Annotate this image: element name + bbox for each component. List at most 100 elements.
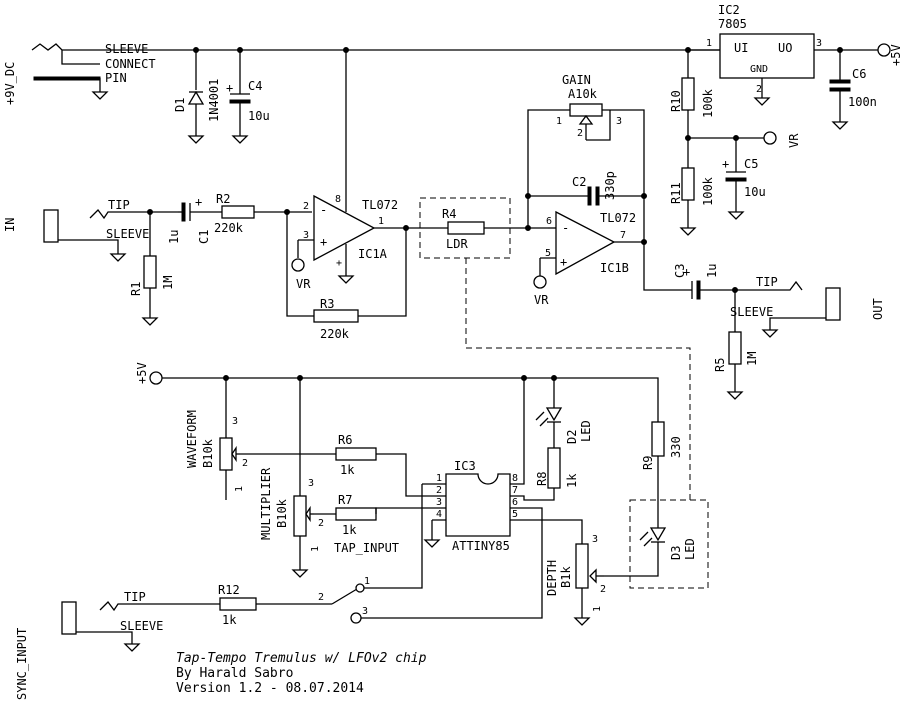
- ic1a-value: TL072: [362, 198, 398, 212]
- r6-resistor: R6 1k: [335, 433, 446, 497]
- waveform-ref: WAVEFORM: [185, 410, 199, 468]
- c3-plus: +: [683, 265, 690, 279]
- ic3-attiny85: 1 2 3 4 8 7 6 5 IC3 ATTINY85: [360, 378, 583, 619]
- waveform-pin3: 3: [232, 416, 238, 427]
- plus5-lower-terminal: [149, 371, 163, 385]
- d1-ref: D1: [173, 98, 187, 112]
- d2-led: D2 LED: [535, 378, 593, 448]
- ic2-pin2: 2: [756, 84, 762, 95]
- r10-resistor: R10 100k: [669, 50, 715, 168]
- label-pin: PIN: [105, 71, 127, 85]
- input-jack: TIP SLEEVE IN: [3, 198, 178, 262]
- gain-pin3: 3: [616, 116, 622, 127]
- r11-value: 100k: [701, 176, 715, 206]
- d2-value: LED: [579, 420, 593, 442]
- ic1b-ref: IC1B: [600, 261, 629, 275]
- ic2-pin-uo: UO: [778, 41, 792, 55]
- r7-ref: R7: [338, 493, 352, 507]
- ic3-pin8: 8: [512, 473, 518, 484]
- multiplier-value: B10k: [275, 498, 289, 528]
- c3-capacitor: + C3 1u: [643, 242, 803, 300]
- r9-resistor: R9 330: [641, 421, 683, 528]
- multiplier-ref: MULTIPLIER: [259, 467, 273, 540]
- ic2-pin-gnd: GND: [750, 64, 768, 75]
- ic1b-value: TL072: [600, 211, 636, 225]
- ic1a-ref: IC1A: [358, 247, 388, 261]
- c1-capacitor: + 1u C1: [167, 195, 222, 244]
- c1-ref: C1: [197, 230, 211, 244]
- multiplier-pin1: 1: [310, 546, 321, 552]
- rail-5v: [162, 377, 659, 422]
- label-sleeve-out: SLEEVE: [730, 305, 773, 319]
- c6-ref: C6: [852, 67, 866, 81]
- d1-value: 1N4001: [207, 79, 221, 122]
- r3-ref: R3: [320, 297, 334, 311]
- vr-ic1b: VR: [534, 293, 549, 307]
- sync-jack: TIP SLEEVE SYNC_INPUT: [15, 590, 220, 700]
- r3-value: 220k: [320, 327, 350, 341]
- ic1a-pin1: 1: [378, 216, 384, 227]
- waveform-value: B10k: [201, 438, 215, 468]
- r5-ref: R5: [713, 358, 727, 372]
- r7-resistor: R7 1k TAP_INPUT: [334, 493, 446, 555]
- title-line1: Tap-Tempo Tremulus w/ LFOv2 chip: [176, 651, 427, 666]
- r11-ref: R11: [669, 182, 683, 204]
- ic3-pin4: 4: [436, 509, 442, 520]
- ic1b-opamp: - + 6 5 7 TL072 IC1B VR: [533, 210, 644, 307]
- r8-value: 1k: [565, 473, 579, 488]
- depth-pin2: 2: [600, 584, 606, 595]
- ic1b-pin5: 5: [545, 248, 551, 259]
- label-tip-in: TIP: [108, 198, 130, 212]
- r2-ref: R2: [216, 192, 230, 206]
- label-out: OUT: [871, 298, 885, 320]
- gain-value: A10k: [568, 87, 598, 101]
- r5-value: 1M: [745, 352, 759, 366]
- c1-value: 1u: [167, 230, 181, 244]
- ic2-pin1: 1: [706, 38, 712, 49]
- c1-plus: +: [195, 195, 202, 209]
- r12-value: 1k: [222, 613, 237, 627]
- depth-pot: DEPTH B1k 3 2 1: [545, 534, 606, 626]
- d1-diode: D1 1N4001: [173, 50, 221, 144]
- vr-ic1a: VR: [296, 277, 311, 291]
- c2-ref: C2: [572, 175, 586, 189]
- title-line3: Version 1.2 - 08.07.2014: [176, 681, 364, 696]
- label-plus5-out: +5V: [889, 44, 903, 66]
- c6-capacitor: C6 100n: [829, 50, 877, 130]
- ic2-pin3: 3: [816, 38, 822, 49]
- vr-c5: VR: [787, 133, 801, 148]
- depth-pin3: 3: [592, 534, 598, 545]
- title-line2: By Harald Sabro: [176, 666, 293, 681]
- r1-ref: R1: [129, 282, 143, 296]
- c4-plus: +: [226, 81, 233, 95]
- c5-plus: +: [722, 157, 729, 171]
- ic1b-plus: +: [560, 255, 567, 269]
- r7-value: 1k: [342, 523, 357, 537]
- r9-ref: R9: [641, 456, 655, 470]
- label-sleeve-in: SLEEVE: [106, 227, 149, 241]
- ic2-regulator: UI UO GND 1 3 2 IC2 7805: [688, 3, 878, 106]
- r2-value: 220k: [214, 221, 244, 235]
- r1-resistor: R1 1M: [129, 212, 175, 326]
- r8-resistor: R8 1k: [535, 447, 579, 489]
- r3-resistor: R3 220k: [286, 212, 407, 341]
- gain-pin2: 2: [577, 128, 583, 139]
- c4-capacitor: + C4 10u: [226, 50, 270, 144]
- power-jack: SLEEVE CONNECT PIN +9V_DC: [3, 42, 190, 105]
- r10-ref: R10: [669, 90, 683, 112]
- label-connect: CONNECT: [105, 57, 156, 71]
- ic3-pin1: 1: [436, 473, 442, 484]
- multiplier-pot: MULTIPLIER B10k 3 2 1: [259, 378, 336, 578]
- ic3-pin2: 2: [436, 485, 442, 496]
- r11-resistor: R11 100k: [669, 167, 715, 236]
- r12-resistor: R12 1k: [218, 583, 332, 627]
- ic3-value: ATTINY85: [452, 539, 510, 553]
- label-sleeve-sync: SLEEVE: [120, 619, 163, 633]
- ic1b-pin6: 6: [546, 216, 552, 227]
- r4-ref: R4: [442, 207, 456, 221]
- ic1a-pin8: 8: [335, 194, 341, 205]
- title-block: Tap-Tempo Tremulus w/ LFOv2 chip By Hara…: [176, 651, 427, 696]
- ic1a-minus: -: [320, 203, 327, 217]
